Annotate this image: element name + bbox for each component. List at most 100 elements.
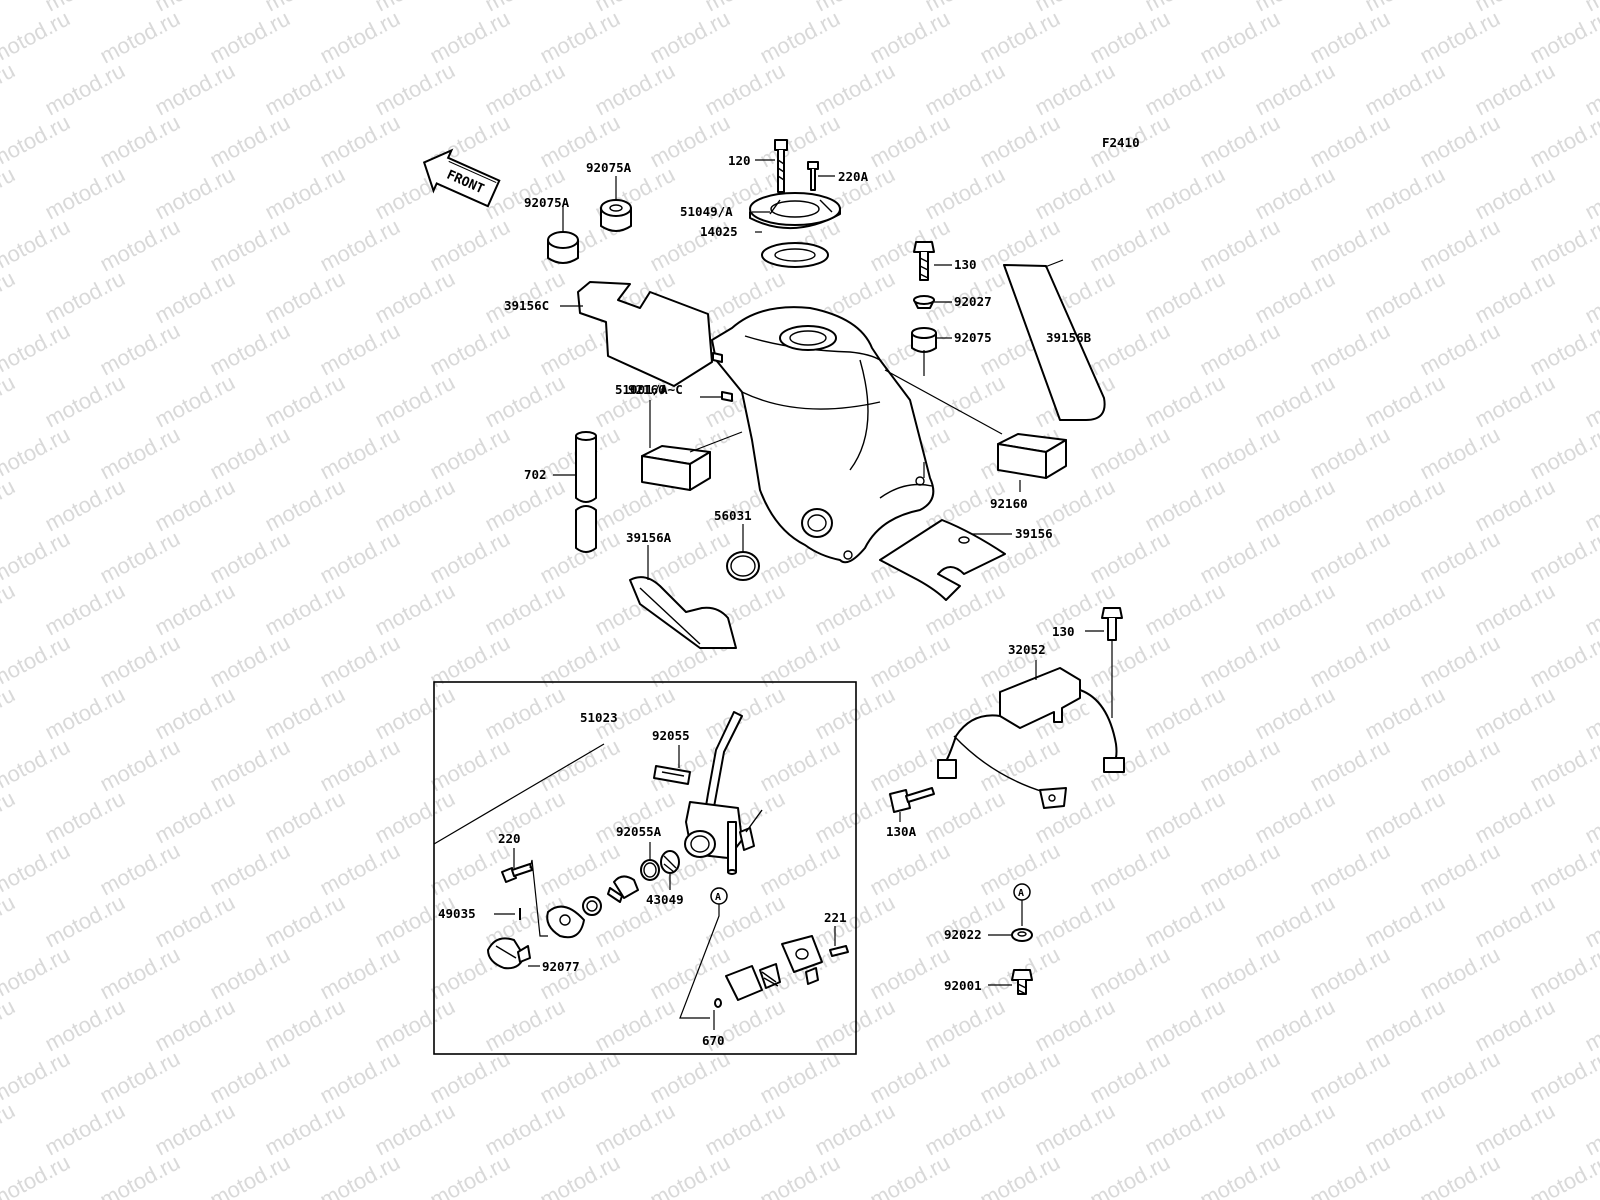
watermark-text: motod.ru [426, 526, 514, 589]
label-32052: 32052 [1008, 642, 1046, 657]
watermark-text: motod.ru [1526, 318, 1600, 381]
watermark-text: motod.ru [536, 1150, 624, 1200]
gasket-14025 [761, 242, 829, 268]
watermark-text: motod.ru [96, 526, 184, 589]
watermark-text: motod.ru [1196, 422, 1284, 485]
watermark-text: motod.ru [481, 266, 569, 329]
watermark-text: motod.ru [1306, 422, 1394, 485]
label-702: 702 [524, 467, 547, 482]
watermark-text: motod.ru [316, 214, 404, 277]
grommet-92075 [911, 327, 937, 353]
watermark-text: motod.ru [1031, 1098, 1119, 1161]
watermark-text: motod.ru [0, 474, 19, 537]
watermark-text: motod.ru [756, 734, 844, 797]
watermark-text: motod.ru [1471, 994, 1559, 1057]
watermark-text: motod.ru [1416, 630, 1504, 693]
pad-39156 [879, 519, 1006, 601]
watermark-text: motod.ru [1306, 630, 1394, 693]
watermark-text: motod.ru [1526, 110, 1600, 173]
watermark-text: motod.ru [316, 1046, 404, 1109]
watermark-text: motod.ru [921, 890, 1009, 953]
watermark-text: motod.ru [481, 578, 569, 641]
watermark-text: motod.ru [1526, 630, 1600, 693]
watermark-text: motod.ru [1526, 1150, 1600, 1200]
watermark-text: motod.ru [646, 1046, 734, 1109]
watermark-text: motod.ru [1471, 266, 1559, 329]
watermark-text: motod.ru [866, 630, 954, 693]
label-221: 221 [824, 910, 847, 925]
watermark-text: motod.ru [756, 110, 844, 173]
watermark-text: motod.ru [0, 942, 74, 1005]
watermark-text: motod.ru [1416, 838, 1504, 901]
pad-39156b [1003, 264, 1106, 421]
watermark-text: motod.ru [646, 942, 734, 1005]
watermark-text: motod.ru [1416, 6, 1504, 69]
watermark-text: motod.ru [1251, 474, 1339, 537]
watermark-text: motod.ru [1141, 474, 1229, 537]
watermark-text: motod.ru [41, 890, 129, 953]
watermark-text: motod.ru [1251, 890, 1339, 953]
watermark-text: motod.ru [0, 318, 74, 381]
watermark-text: motod.ru [1581, 162, 1600, 225]
watermark-text: motod.ru [536, 1046, 624, 1109]
watermark-text: motod.ru [591, 994, 679, 1057]
watermark-text: motod.ru [151, 370, 239, 433]
label-92027: 92027 [954, 294, 992, 309]
watermark-text: motod.ru [1581, 578, 1600, 641]
watermark-text: motod.ru [316, 1150, 404, 1200]
watermark-text: motod.ru [1196, 526, 1284, 589]
watermark-text: motod.ru [646, 110, 734, 173]
watermark-text: motod.ru [756, 6, 844, 69]
watermark-text: motod.ru [1581, 994, 1600, 1057]
watermark-text: motod.ru [756, 838, 844, 901]
watermark-text: motod.ru [1581, 266, 1600, 329]
label-92077: 92077 [542, 959, 580, 974]
watermark-text: motod.ru [1251, 1098, 1339, 1161]
label-130-top: 130 [954, 257, 977, 272]
watermark-text: motod.ru [96, 1046, 184, 1109]
watermark-text: motod.ru [1196, 214, 1284, 277]
watermark-text: motod.ru [1306, 1150, 1394, 1200]
label-92055a: 92055A [616, 824, 662, 839]
watermark-text: motod.ru [96, 630, 184, 693]
watermark-text: motod.ru [41, 682, 129, 745]
watermark-text: motod.ru [1416, 942, 1504, 1005]
watermark-text: motod.ru [41, 786, 129, 849]
label-56031: 56031 [714, 508, 752, 523]
watermark-text: motod.ru [151, 58, 239, 121]
leader-92160-right-tank [884, 369, 1003, 435]
watermark-text: motod.ru [41, 58, 129, 121]
watermark-text: motod.ru [261, 58, 349, 121]
bolt-130a [889, 787, 935, 813]
watermark-text: motod.ru [1581, 1098, 1600, 1161]
watermark-text: motod.ru [316, 942, 404, 1005]
watermark-text: motod.ru [1361, 578, 1449, 641]
watermark-text: motod.ru [976, 1046, 1064, 1109]
o-ring-small [582, 896, 602, 916]
watermark-text: motod.ru [1361, 682, 1449, 745]
watermark-text: motod.ru [206, 6, 294, 69]
watermark-text: motod.ru [1416, 1150, 1504, 1200]
watermark-text: motod.ru [261, 994, 349, 1057]
watermark-text: motod.ru [1581, 890, 1600, 953]
label-43049: 43049 [646, 892, 684, 907]
watermark-text: motod.ru [206, 422, 294, 485]
leader-51023 [433, 743, 605, 845]
watermark-text: motod.ru [261, 578, 349, 641]
watermark-text: motod.ru [756, 1150, 844, 1200]
o-ring-92055a [640, 859, 660, 881]
label-39156a: 39156A [626, 530, 672, 545]
watermark-text: motod.ru [1306, 734, 1394, 797]
watermark-text: motod.ru [1196, 1046, 1284, 1109]
watermark-text: motod.ru [1086, 1150, 1174, 1200]
watermark-text: motod.ru [921, 370, 1009, 433]
label-130a: 130A [886, 824, 917, 839]
watermark-text: motod.ru [976, 110, 1064, 173]
watermark-text: motod.ru [261, 474, 349, 537]
watermark-text: motod.ru [0, 58, 19, 121]
watermark-text: motod.ru [1086, 6, 1174, 69]
petcock-assembly-box [433, 681, 857, 1055]
watermark-text: motod.ru [96, 214, 184, 277]
watermark-text: motod.ru [701, 1098, 789, 1161]
